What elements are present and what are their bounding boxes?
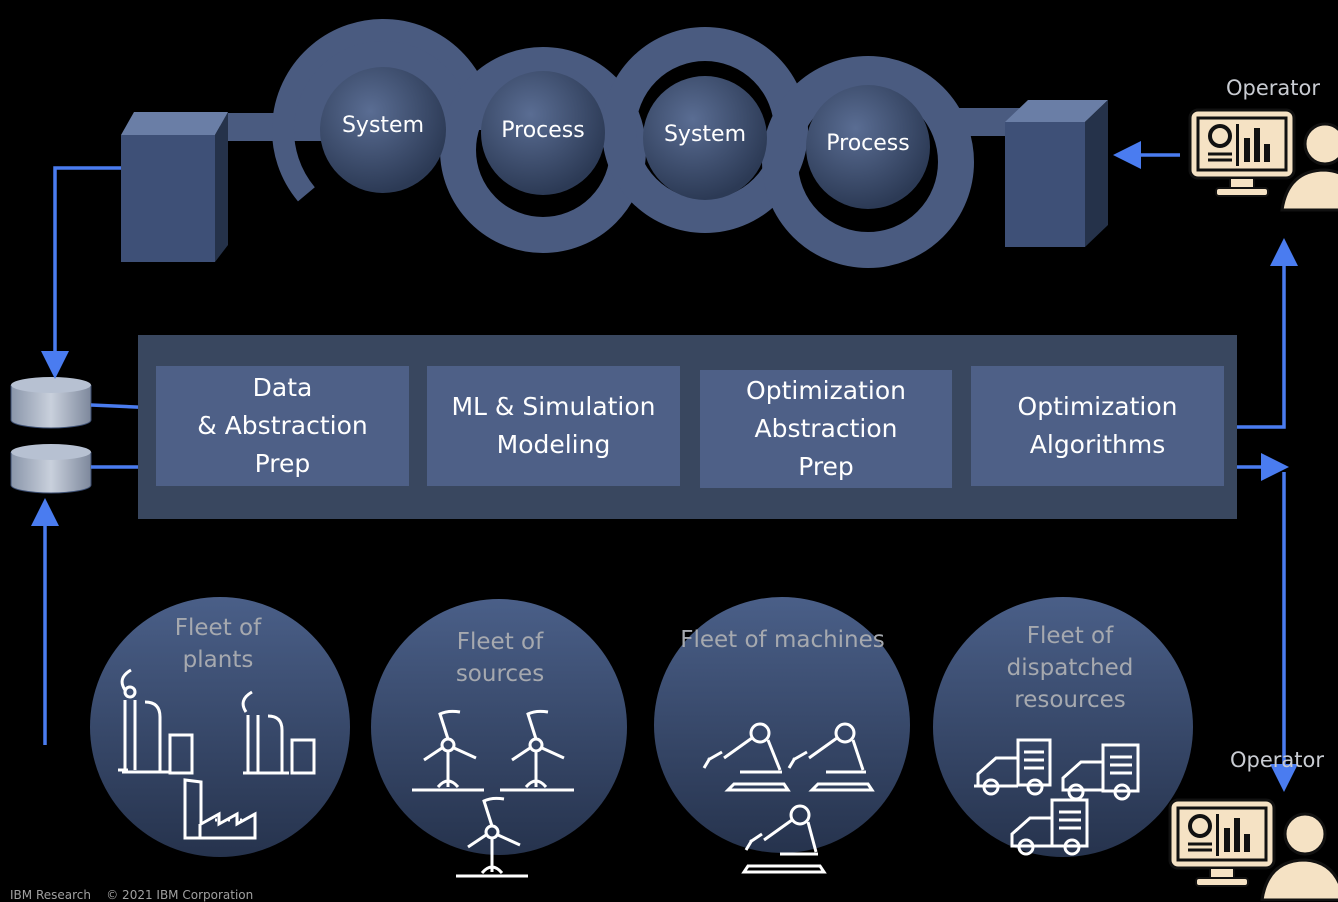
right-server-block (1005, 100, 1108, 247)
robot-arm-icon (741, 804, 827, 874)
factory-icon (183, 778, 257, 840)
fleet-circle-plants (90, 597, 350, 857)
wind-turbine-icon (412, 709, 484, 792)
process-node-label: Process (826, 131, 910, 156)
operator-label-top: Operator (1226, 76, 1320, 100)
database-icon (10, 444, 92, 494)
wind-turbine-icon (500, 709, 574, 792)
operator-icon (1188, 108, 1338, 212)
fleet-label-resources: Fleet of dispatched resources (1006, 623, 1134, 713)
system-node-label: System (341, 113, 425, 138)
wind-turbine-icon (456, 796, 528, 878)
delivery-truck-icon (974, 738, 1052, 796)
fleet-label-plants: Fleet of plants (174, 615, 262, 673)
footer-copyright: IBM Research © 2021 IBM Corporation (10, 888, 254, 902)
stage-ml-simulation-modeling: ML & Simulation Modeling (427, 366, 680, 486)
robot-arm-icon (702, 722, 791, 792)
process-node-label: Process (501, 118, 585, 143)
system-node (320, 67, 446, 193)
stage-optimization-algorithms: Optimization Algorithms (971, 366, 1224, 486)
database-icon (10, 377, 92, 429)
process-node (481, 71, 605, 195)
robot-arm-icon (787, 722, 875, 792)
operator-label-bottom: Operator (1230, 748, 1324, 772)
system-node-label: System (663, 122, 747, 147)
stage-data-abstraction-prep: Data & Abstraction Prep (156, 366, 409, 486)
process-node (806, 85, 930, 209)
operator-icon (1168, 798, 1338, 901)
delivery-truck-icon (1010, 798, 1089, 856)
factory-icon (241, 690, 316, 775)
fleet-label-sources: Fleet of sources (455, 629, 545, 687)
left-server-block (121, 112, 228, 262)
system-node (643, 76, 767, 200)
stage-optimization-abstraction-prep: Optimization Abstraction Prep (700, 370, 952, 488)
factory-icon (118, 668, 194, 775)
fleet-label-machines: Fleet of machines (680, 627, 885, 653)
